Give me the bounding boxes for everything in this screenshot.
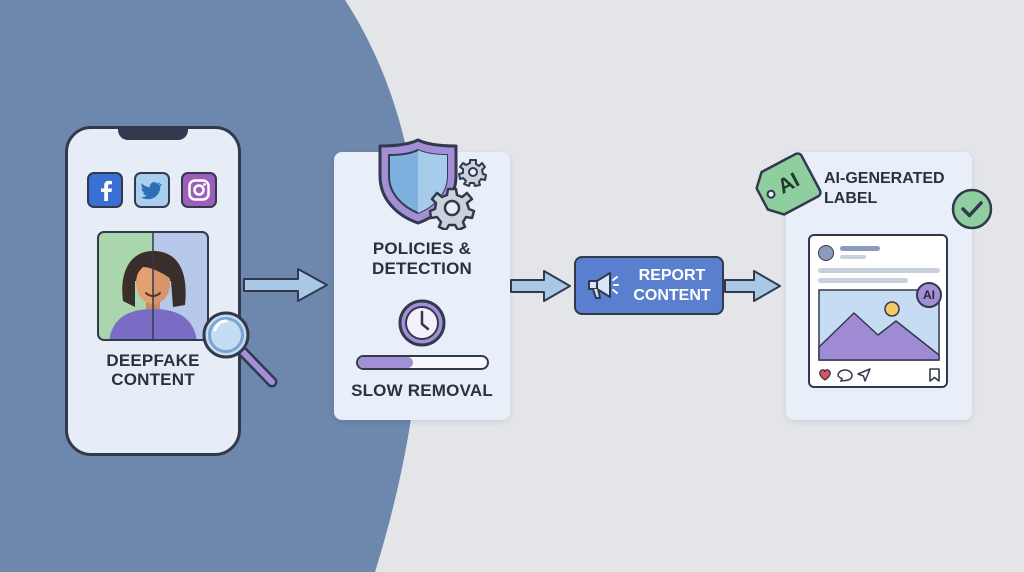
report-content-button[interactable]: REPORT CONTENT: [574, 256, 724, 315]
comment-icon: [837, 369, 853, 382]
policies-label-line1: POLICIES &: [372, 239, 472, 258]
flow-arrow-2: [510, 270, 571, 302]
deepfake-portrait: [97, 231, 209, 341]
post-image: [818, 289, 940, 361]
removal-progress-bar: [356, 355, 489, 370]
tag-icon: [755, 152, 822, 216]
flow-arrow-3: [724, 270, 781, 302]
post-actions: [819, 368, 940, 382]
share-icon: [857, 368, 871, 382]
post-text-line-2: [818, 278, 908, 283]
magnifier-icon: [202, 311, 278, 388]
report-label-line2: CONTENT: [633, 287, 711, 304]
post-username-line: [840, 246, 880, 251]
instagram-icon[interactable]: [181, 172, 217, 208]
flow-arrow-1: [243, 268, 328, 302]
gear-icon: [428, 159, 487, 230]
ai-generated-label-line2: LABEL: [824, 190, 878, 207]
megaphone-icon: [588, 272, 619, 299]
post-meta-line: [840, 255, 866, 259]
twitter-icon[interactable]: [134, 172, 170, 208]
deepfake-label-line1: DEEPFAKE: [106, 351, 200, 370]
phone-notch: [118, 126, 188, 140]
heart-icon: [819, 369, 831, 381]
facebook-icon[interactable]: [87, 172, 123, 208]
report-label-line1: REPORT: [638, 267, 706, 284]
ai-generated-label-line1: AI-GENERATED: [824, 170, 945, 187]
policies-label-line2: DETECTION: [371, 259, 473, 278]
checkmark-icon: [951, 188, 993, 230]
post-avatar: [818, 245, 834, 261]
social-post: AI: [808, 234, 948, 388]
deepfake-label-line2: CONTENT: [111, 370, 195, 389]
bookmark-icon: [929, 368, 940, 382]
post-text-line-1: [818, 268, 940, 273]
removal-progress-fill: [358, 357, 414, 368]
clock-icon: [398, 299, 446, 347]
post-ai-badge: AI: [916, 282, 942, 308]
slow-removal-label: SLOW REMOVAL: [351, 381, 493, 400]
